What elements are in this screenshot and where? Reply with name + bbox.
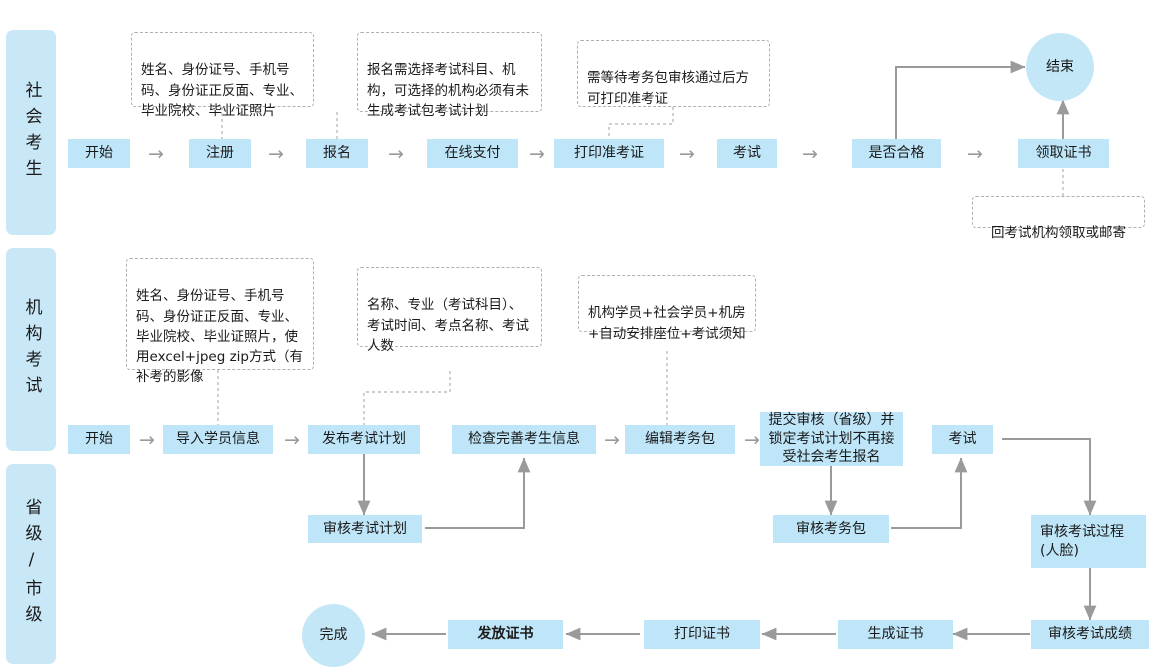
social-exam[interactable]: 考试 [717, 139, 777, 168]
note-getcert-text: 回考试机构领取或邮寄 [991, 225, 1126, 242]
org-editpackage-label: 编辑考务包 [645, 431, 715, 448]
social-end-label: 结束 [1046, 58, 1074, 75]
social-register[interactable]: 注册 [189, 139, 251, 168]
prov-gencert[interactable]: 生成证书 [838, 620, 953, 649]
prov-printcert[interactable]: 打印证书 [644, 620, 760, 649]
note-admitcard: 需等待考务包审核通过后方可打印准考证 [577, 40, 770, 107]
arrow-social-5: → [679, 143, 695, 165]
social-pay-label: 在线支付 [444, 145, 501, 162]
lane-province: 省级/市级 [6, 464, 56, 664]
org-checkinfo[interactable]: 检查完善考生信息 [452, 425, 596, 454]
arrow-org-1: → [139, 429, 155, 451]
org-submitlock-label: 提交审核（省级）并锁定考试计划不再接受社会考生报名 [768, 411, 895, 466]
social-pay[interactable]: 在线支付 [427, 139, 518, 168]
note-package-text: 机构学员+社会学员+机房+自动安排座位+考试须知 [588, 305, 746, 342]
note-plan-text: 名称、专业（考试科目）、考试时间、考点名称、考试人数 [367, 297, 529, 354]
lane-org: 机构考试 [6, 248, 56, 451]
lane-org-label: 机构考试 [21, 297, 42, 402]
social-end[interactable]: 结束 [1026, 33, 1094, 101]
arrow-social-4: → [529, 143, 545, 165]
social-start-label: 开始 [85, 145, 113, 162]
prov-auditplan-label: 审核考试计划 [323, 520, 407, 537]
note-getcert: 回考试机构领取或邮寄 [972, 196, 1145, 241]
lane-social: 社会考生 [6, 30, 56, 235]
prov-done[interactable]: 完成 [302, 604, 365, 667]
social-register-label: 注册 [206, 145, 234, 162]
arrow-social-1: → [148, 143, 164, 165]
prov-auditscore-label: 审核考试成绩 [1048, 626, 1132, 643]
arrow-org-2: → [284, 429, 300, 451]
org-import-label: 导入学员信息 [176, 431, 260, 448]
lane-social-label: 社会考生 [21, 80, 42, 185]
social-getcert[interactable]: 领取证书 [1018, 139, 1109, 168]
note-plan: 名称、专业（考试科目）、考试时间、考点名称、考试人数 [357, 267, 542, 354]
arrow-org-4: → [744, 429, 760, 451]
org-exam-label: 考试 [948, 431, 977, 448]
arrow-social-7: → [967, 143, 983, 165]
prov-issuecert[interactable]: 发放证书 [448, 620, 563, 649]
note-register: 姓名、身份证号、手机号码、身份证正反面、专业、毕业院校、毕业证照片 [131, 32, 314, 119]
wire-exam-to-auditprocess [1002, 438, 1097, 516]
prov-done-label: 完成 [319, 627, 348, 644]
org-exam[interactable]: 考试 [932, 425, 993, 454]
note-signup-text: 报名需选择考试科目、机构，可选择的机构必须有未生成考试包考试计划 [367, 62, 529, 119]
social-pass[interactable]: 是否合格 [852, 139, 941, 168]
note-register-text: 姓名、身份证号、手机号码、身份证正反面、专业、毕业院校、毕业证照片 [141, 62, 303, 119]
org-publishplan[interactable]: 发布考试计划 [308, 425, 420, 454]
prov-auditscore[interactable]: 审核考试成绩 [1031, 620, 1149, 649]
note-signup: 报名需选择考试科目、机构，可选择的机构必须有未生成考试包考试计划 [357, 32, 542, 119]
arrow-social-2: → [268, 143, 284, 165]
org-publishplan-label: 发布考试计划 [322, 431, 406, 448]
social-pass-label: 是否合格 [868, 145, 925, 162]
social-signup[interactable]: 报名 [306, 139, 368, 168]
prov-printcert-label: 打印证书 [674, 626, 730, 643]
prov-issuecert-label: 发放证书 [477, 626, 534, 643]
prov-auditpackage-label: 审核考务包 [796, 520, 866, 537]
org-editpackage[interactable]: 编辑考务包 [625, 425, 735, 454]
wire-note-admitcard [608, 107, 674, 139]
note-package: 机构学员+社会学员+机房+自动安排座位+考试须知 [578, 275, 756, 342]
org-submitlock[interactable]: 提交审核（省级）并锁定考试计划不再接受社会考生报名 [760, 412, 903, 466]
org-start-label: 开始 [85, 431, 113, 448]
org-start[interactable]: 开始 [68, 425, 130, 454]
prov-auditplan[interactable]: 审核考试计划 [308, 515, 422, 543]
org-checkinfo-label: 检查完善考生信息 [468, 431, 580, 448]
social-printcard-label: 打印准考证 [574, 145, 644, 162]
wire-pass-to-end [895, 60, 1026, 139]
wire-auditpackage-to-exam [891, 457, 968, 529]
prov-auditprocess-label: 审核考试过程 (人脸) [1040, 523, 1124, 559]
lane-province-label: 省级/市级 [21, 497, 42, 631]
prov-gencert-label: 生成证书 [867, 626, 924, 643]
arrow-org-3: → [604, 429, 620, 451]
arrow-social-6: → [802, 143, 818, 165]
wire-auditplan-to-checkinfo [425, 457, 531, 529]
social-exam-label: 考试 [733, 145, 761, 162]
note-admitcard-text: 需等待考务包审核通过后方可打印准考证 [587, 70, 749, 107]
social-start[interactable]: 开始 [68, 139, 130, 168]
note-import: 姓名、身份证号、手机号码、身份证正反面、专业、毕业院校、毕业证照片，使用exce… [126, 258, 314, 385]
social-printcard[interactable]: 打印准考证 [554, 139, 664, 168]
social-getcert-label: 领取证书 [1035, 145, 1092, 162]
social-signup-label: 报名 [323, 145, 351, 162]
prov-auditprocess[interactable]: 审核考试过程 (人脸) [1031, 515, 1146, 568]
wire-note-plan [363, 371, 451, 425]
arrow-social-3: → [388, 143, 404, 165]
prov-auditpackage[interactable]: 审核考务包 [773, 515, 889, 543]
note-import-text: 姓名、身份证号、手机号码、身份证正反面、专业、毕业院校、毕业证照片，使用exce… [136, 288, 304, 386]
org-import[interactable]: 导入学员信息 [163, 425, 273, 454]
